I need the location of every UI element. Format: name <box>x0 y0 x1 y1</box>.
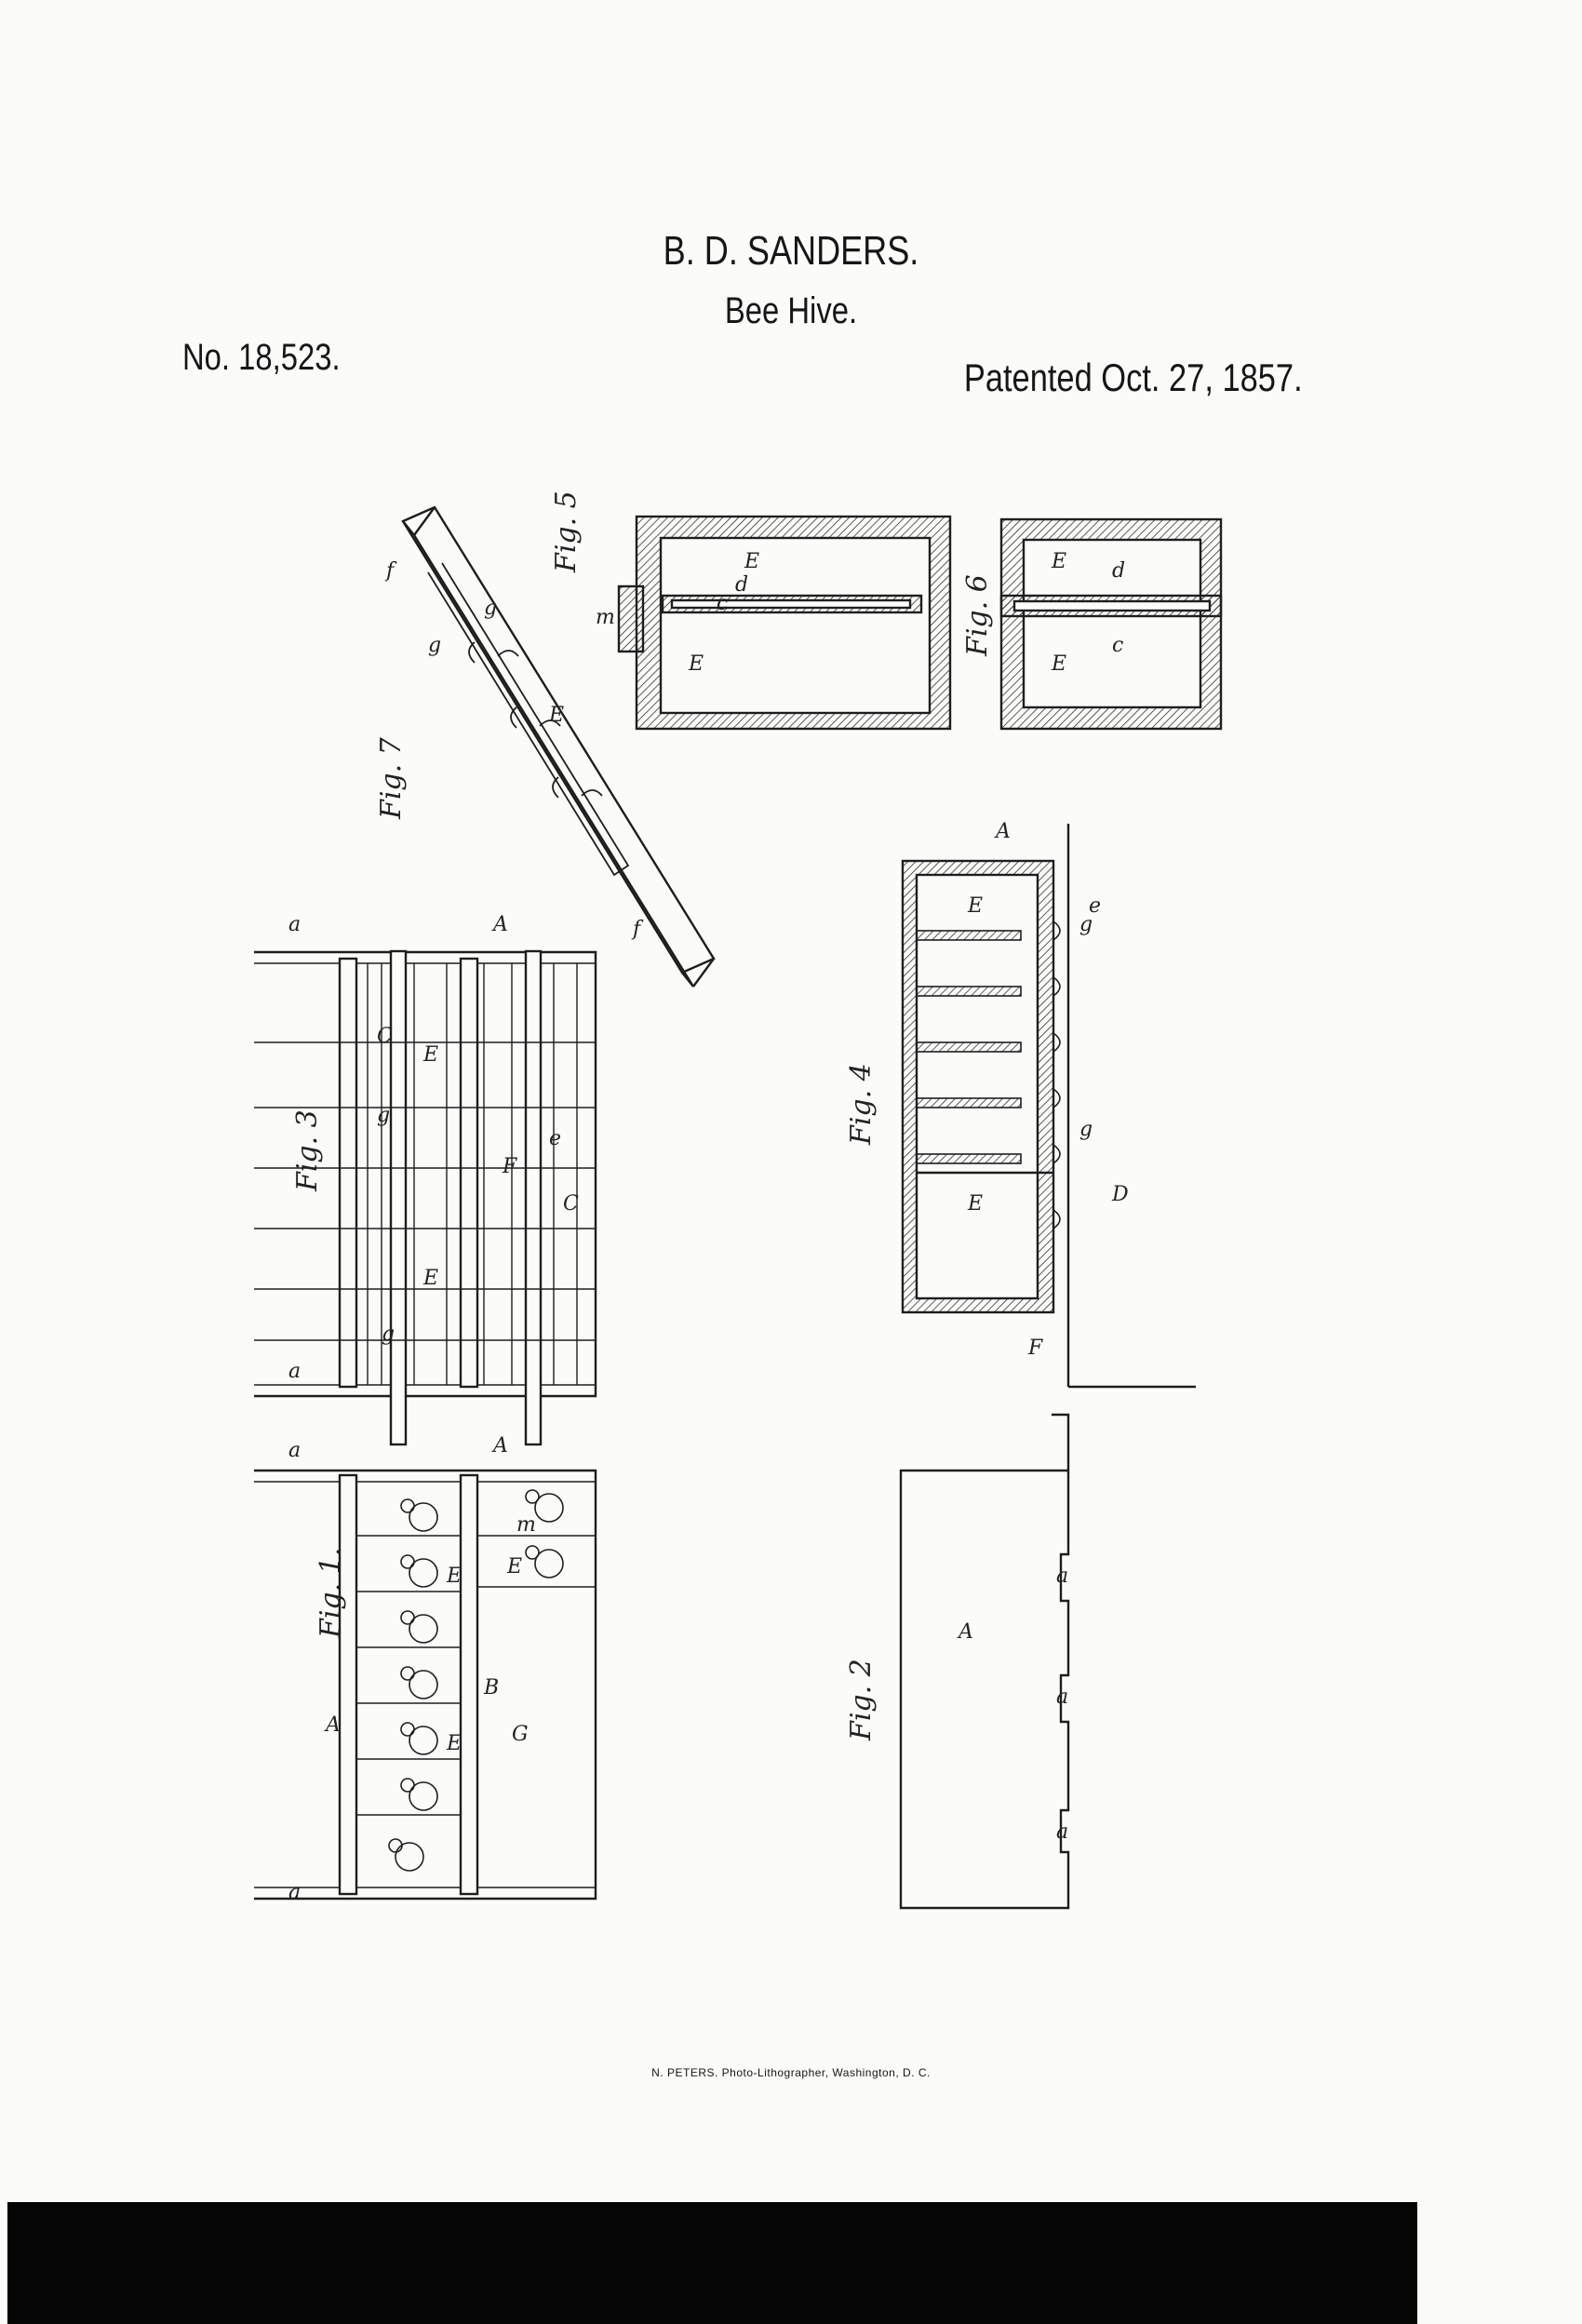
figure-1-view <box>254 1469 597 1901</box>
letter-E: E <box>548 704 564 727</box>
letter-a: a <box>288 913 301 936</box>
letter-g: g <box>1079 1118 1093 1141</box>
printer-credit: N. PETERS. Photo-Lithographer, Washingto… <box>651 2066 931 2079</box>
letter-a: a <box>288 1881 301 1904</box>
patent-number: No. 18,523. <box>182 337 341 378</box>
patent-subject: Bee Hive. <box>724 290 858 331</box>
letter-A: A <box>957 1620 973 1644</box>
letter-a: a <box>1056 1686 1068 1709</box>
letter-E: E <box>1051 550 1066 573</box>
letter-A: A <box>324 1713 341 1737</box>
reference-letters: a A a A C C F e g g E E a a A B G m E E … <box>288 550 1129 1904</box>
letter-E: E <box>744 550 759 573</box>
letter-E: E <box>422 1043 438 1067</box>
inventor-name: B. D. SANDERS. <box>663 228 919 274</box>
figure-4-section <box>901 824 1196 1389</box>
letter-B: B <box>483 1676 499 1699</box>
letter-F: F <box>1027 1337 1043 1360</box>
letter-A: A <box>491 1434 508 1458</box>
fig6-caption: Fig. 6 <box>961 574 994 657</box>
letter-E: E <box>446 1732 462 1755</box>
figure-2-outline <box>899 1413 1070 1910</box>
figure-captions: Fig. 1. Fig. 2 Fig. 3 Fig. 4 Fig. 5 Fig.… <box>291 490 994 1741</box>
fig4-caption: Fig. 4 <box>845 1063 878 1146</box>
letter-C: C <box>563 1192 579 1216</box>
letter-E: E <box>446 1565 462 1588</box>
figure-6-section <box>999 517 1223 731</box>
letter-a: a <box>288 1439 301 1462</box>
letter-g: g <box>1079 913 1093 936</box>
letter-d: d <box>735 573 748 597</box>
letter-E: E <box>1051 652 1066 676</box>
letter-E: E <box>688 652 704 676</box>
letter-f: f <box>384 559 397 583</box>
figure-7-bar <box>401 505 716 987</box>
letter-c: c <box>717 592 728 615</box>
letter-d: d <box>1112 559 1125 583</box>
fig2-caption: Fig. 2 <box>845 1659 878 1741</box>
letter-g: g <box>377 1104 390 1127</box>
letter-g: g <box>382 1323 395 1346</box>
letter-A: A <box>994 820 1011 843</box>
letter-A: A <box>491 913 508 936</box>
letter-g: g <box>428 634 441 657</box>
figure-5-section <box>617 515 952 731</box>
letter-G: G <box>512 1723 529 1746</box>
fig1-caption: Fig. 1. <box>315 1548 347 1639</box>
fig5-caption: Fig. 5 <box>550 490 583 573</box>
letter-E: E <box>422 1267 438 1290</box>
letter-E: E <box>967 1192 983 1216</box>
letter-c: c <box>1112 634 1123 657</box>
letter-F: F <box>502 1155 517 1178</box>
letter-a: a <box>1056 1565 1068 1588</box>
letter-C: C <box>377 1025 393 1048</box>
letter-g: g <box>484 597 497 620</box>
letter-E: E <box>967 894 983 918</box>
letter-a: a <box>1056 1820 1068 1844</box>
letter-e: e <box>549 1127 561 1150</box>
fig3-caption: Fig. 3 <box>291 1109 324 1192</box>
figure-3-plan <box>254 949 597 1446</box>
letter-D: D <box>1111 1183 1129 1206</box>
letter-E: E <box>506 1555 522 1578</box>
scan-border-bar <box>7 2202 1417 2324</box>
letter-e: e <box>1089 894 1101 918</box>
letter-m: m <box>516 1513 536 1537</box>
letter-f: f <box>631 918 644 941</box>
fig7-caption: Fig. 7 <box>375 736 408 820</box>
letter-a: a <box>288 1360 301 1383</box>
patent-date: Patented Oct. 27, 1857. <box>964 356 1303 399</box>
letter-m: m <box>596 606 615 629</box>
